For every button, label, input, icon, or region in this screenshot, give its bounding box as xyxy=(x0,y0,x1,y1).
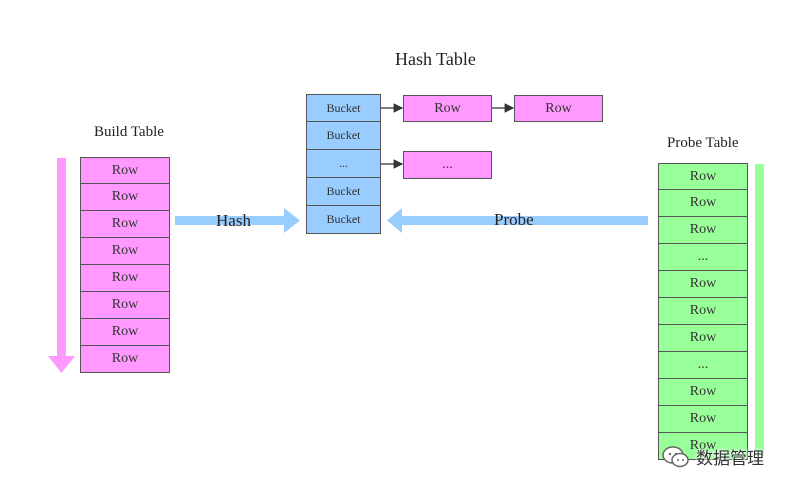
wechat-icon xyxy=(662,445,689,467)
watermark-text: 数据管理 xyxy=(696,449,764,469)
build-row: Row xyxy=(80,346,170,373)
build-table: Row Row Row Row Row Row Row Row xyxy=(80,157,170,373)
build-row: Row xyxy=(80,265,170,292)
hash-table-buckets: Bucket Bucket ... Bucket Bucket xyxy=(306,94,381,234)
probe-row-ellipsis: ... xyxy=(658,352,748,379)
probe-row: Row xyxy=(658,379,748,406)
build-row: Row xyxy=(80,319,170,346)
bucket: Bucket xyxy=(306,206,381,234)
probe-table: Row Row Row ... Row Row Row ... Row Row … xyxy=(658,163,748,460)
probe-row: Row xyxy=(658,325,748,352)
probe-row-ellipsis: ... xyxy=(658,244,748,271)
probe-row: Row xyxy=(658,163,748,190)
chain-row: Row xyxy=(514,95,603,122)
chain-row: Row xyxy=(403,95,492,122)
probe-label: Probe xyxy=(494,210,534,229)
probe-row: Row xyxy=(658,217,748,244)
build-row: Row xyxy=(80,292,170,319)
bucket-ellipsis: ... xyxy=(306,150,381,178)
probe-row: Row xyxy=(658,271,748,298)
bucket: Bucket xyxy=(306,178,381,206)
probe-arrow xyxy=(387,208,648,233)
build-row: Row xyxy=(80,157,170,184)
hash-label: Hash xyxy=(216,211,251,230)
build-table-title: Build Table xyxy=(94,124,164,140)
build-row: Row xyxy=(80,211,170,238)
watermark: 数据管理 xyxy=(662,444,764,469)
chain-ellipsis: ... xyxy=(403,151,492,179)
hash-table-title: Hash Table xyxy=(395,49,476,69)
hash-arrow xyxy=(175,208,300,233)
probe-row: Row xyxy=(658,190,748,217)
bucket: Bucket xyxy=(306,94,381,122)
build-row: Row xyxy=(80,238,170,265)
bucket: Bucket xyxy=(306,122,381,150)
build-row: Row xyxy=(80,184,170,211)
probe-table-title: Probe Table xyxy=(667,135,739,151)
build-scan-arrow xyxy=(48,158,75,373)
probe-row: Row xyxy=(658,406,748,433)
probe-scan-bar xyxy=(755,164,764,456)
probe-row: Row xyxy=(658,298,748,325)
